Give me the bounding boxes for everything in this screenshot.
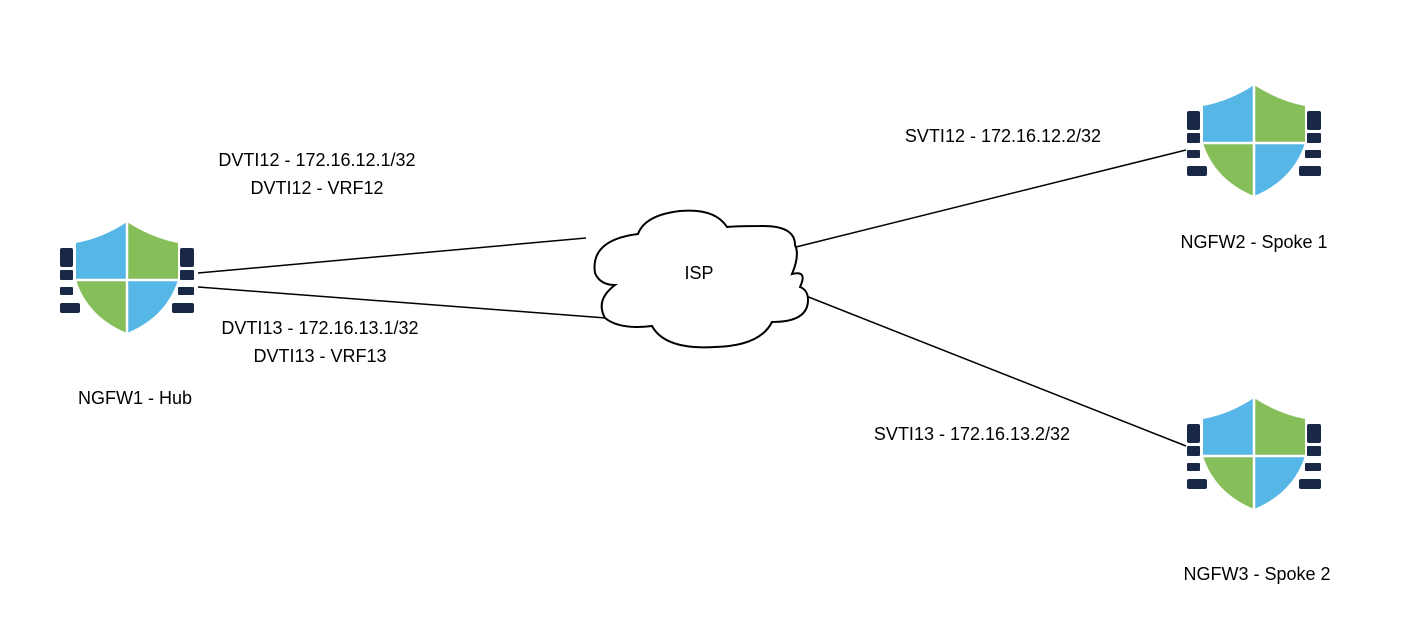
spoke1-label: NGFW2 - Spoke 1 [1180,232,1328,252]
spoke2-label: NGFW3 - Spoke 2 [1183,564,1331,584]
link-hub-dvti13 [197,286,607,319]
link-spoke1 [791,149,1187,249]
spoke2-firewall-icon[interactable] [1185,396,1323,511]
hub-firewall-icon[interactable] [58,220,196,335]
cloud-label: ISP [684,263,714,283]
hub-dvti13-vrf: DVTI13 - VRF13 [253,346,387,366]
link-spoke2 [805,295,1187,447]
hub-dvti12-vrf: DVTI12 - VRF12 [250,178,384,198]
link-hub-dvti12 [197,237,587,274]
spoke1-firewall-icon[interactable] [1185,83,1323,198]
hub-dvti12-ip: DVTI12 - 172.16.12.1/32 [218,150,416,170]
cloud-icon [593,209,810,349]
links [197,149,1187,447]
hub-dvti13-ip: DVTI13 - 172.16.13.1/32 [221,318,419,338]
hub-label: NGFW1 - Hub [77,388,193,408]
spoke2-svti13: SVTI13 - 172.16.13.2/32 [873,424,1071,444]
spoke1-svti12: SVTI12 - 172.16.12.2/32 [904,126,1102,146]
